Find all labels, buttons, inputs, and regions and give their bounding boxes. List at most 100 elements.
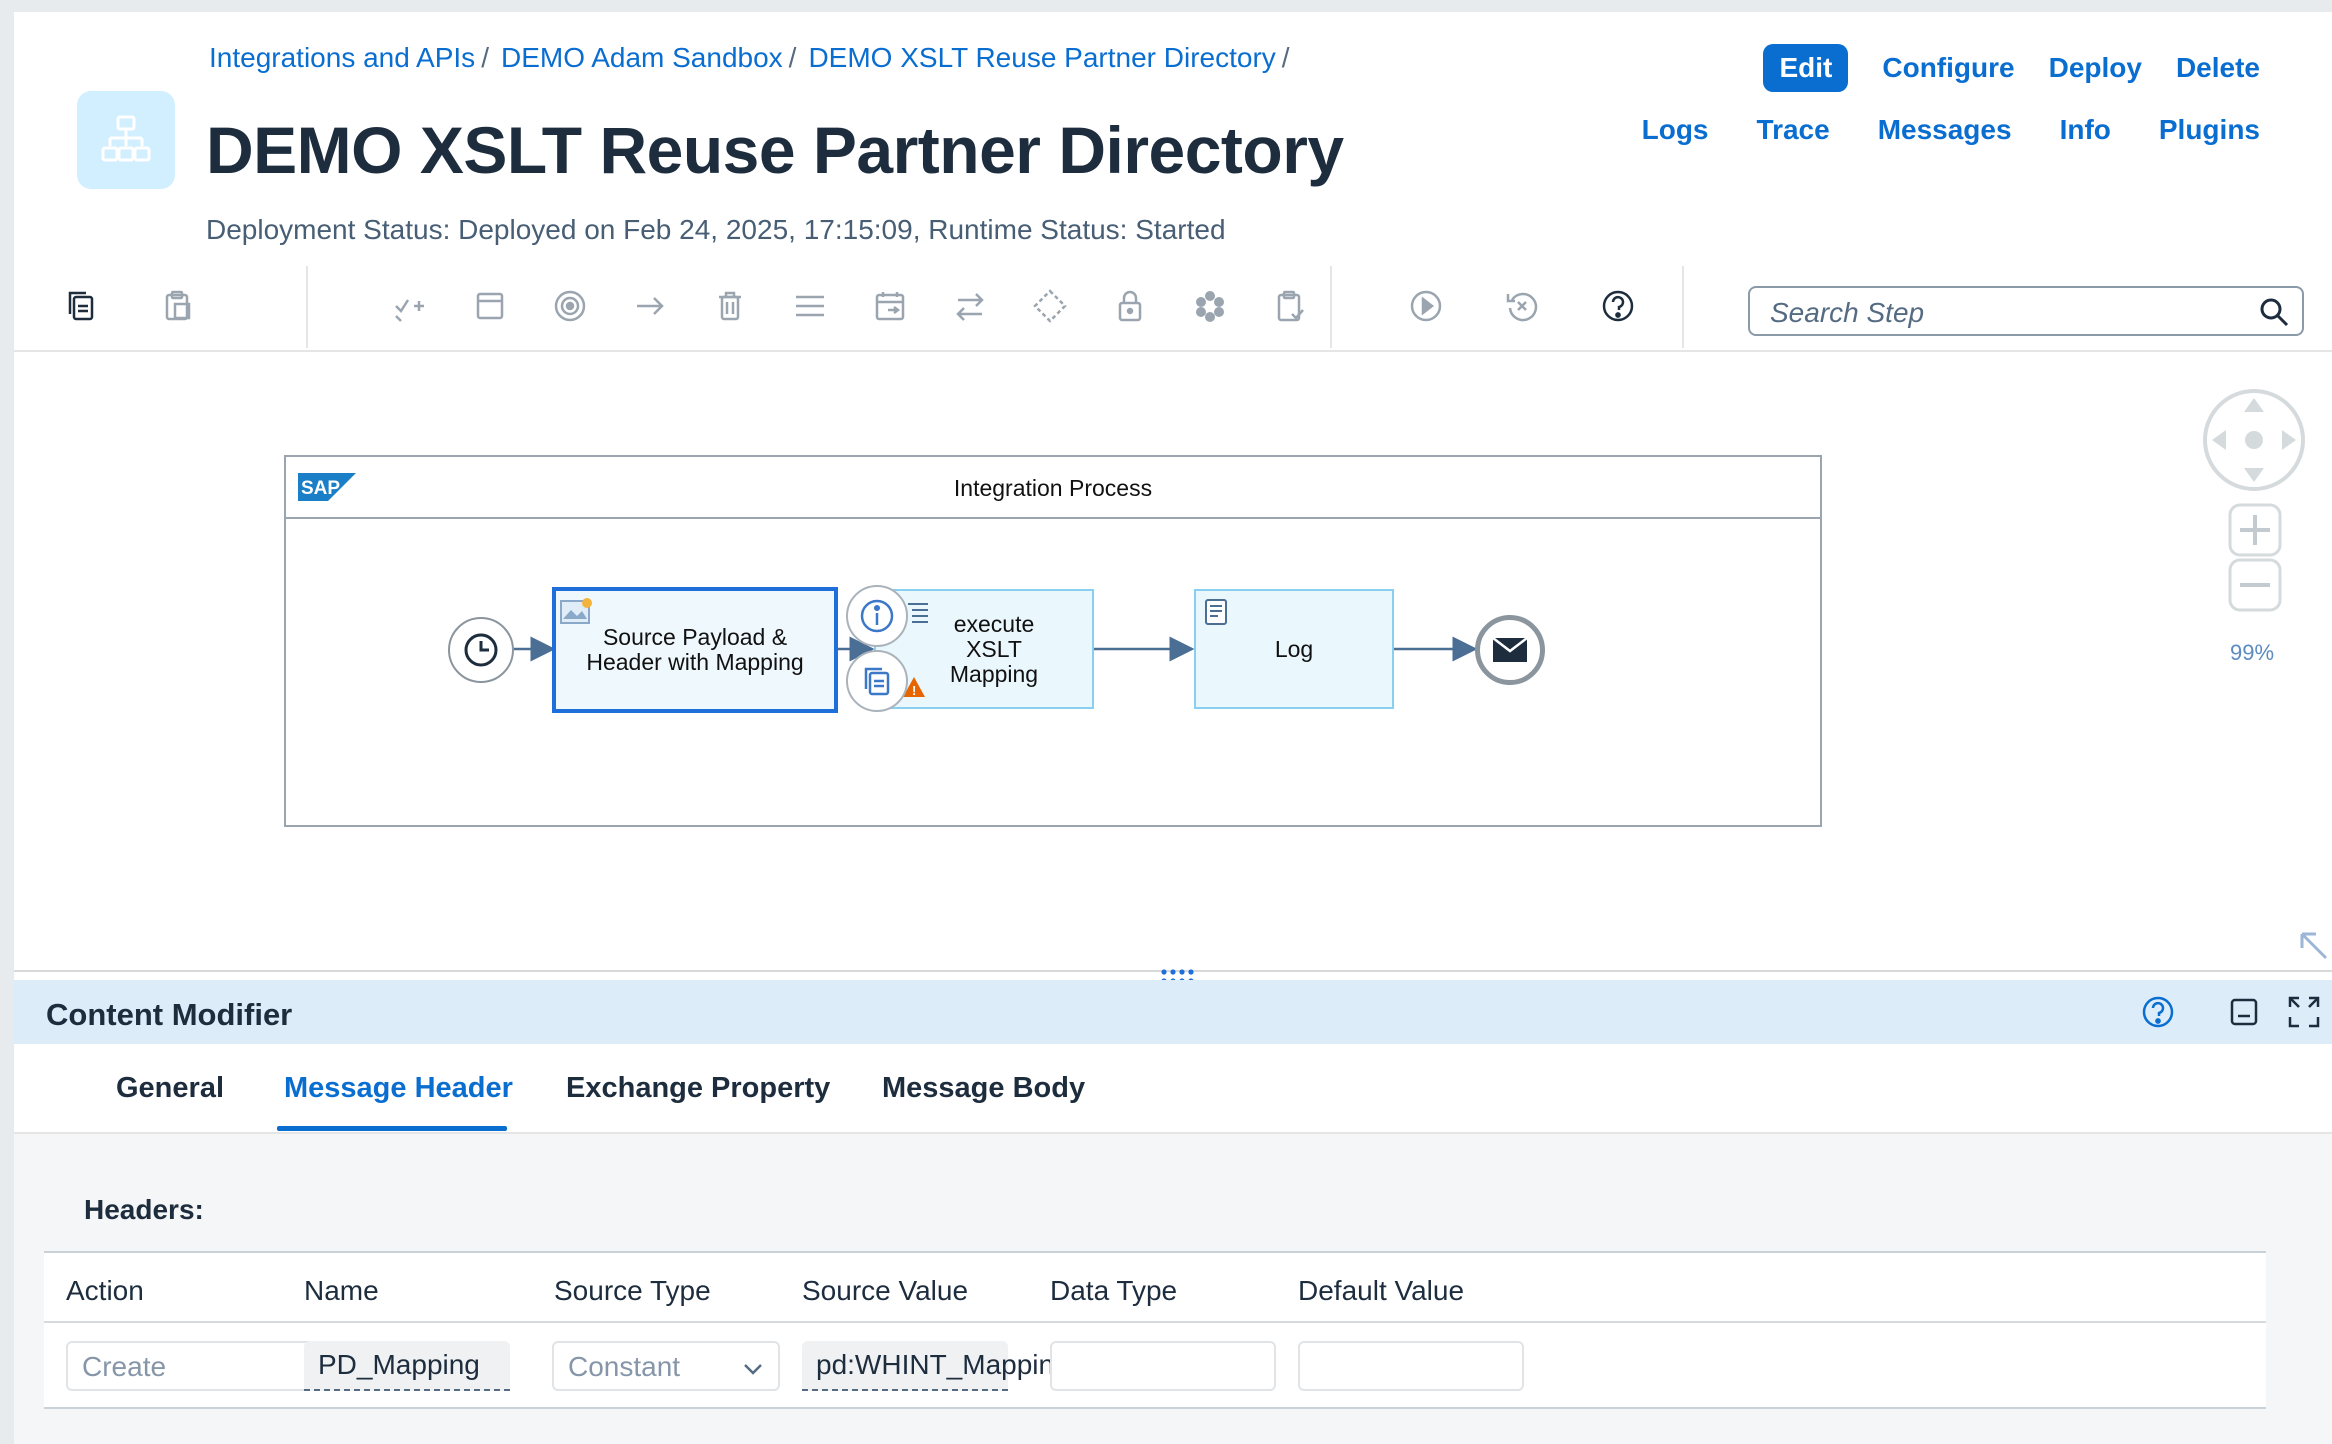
step-label: Log (1274, 635, 1314, 662)
cube-icon[interactable] (1190, 286, 1230, 326)
source-type-value: Constant (568, 1351, 681, 1382)
breadcrumb-separator: / (481, 42, 489, 73)
breadcrumb-item-package[interactable]: DEMO XSLT Reuse Partner Directory (808, 42, 1276, 73)
warning-icon: ! (902, 676, 926, 703)
svg-text:SAP: SAP (301, 478, 340, 499)
clipboard-check-icon[interactable] (1270, 286, 1310, 326)
delete-icon[interactable] (710, 286, 750, 326)
simulation-play-icon[interactable] (1406, 286, 1446, 326)
zoom-level: 99% (2230, 640, 2275, 665)
script-icon (1202, 597, 1232, 632)
search-step-input[interactable] (1768, 296, 2232, 330)
delete-button[interactable]: Delete (2175, 52, 2260, 83)
breadcrumb-item-integrations[interactable]: Integrations and APIs (209, 42, 476, 73)
timer-calendar-icon[interactable] (870, 286, 910, 326)
sap-logo: SAP (298, 473, 356, 506)
search-icon[interactable] (2258, 296, 2290, 333)
properties-panel-header: Content Modifier (14, 980, 2332, 1044)
messages-button[interactable]: Messages (1877, 114, 2012, 145)
headers-table: Action Name Source Type Source Value Dat… (44, 1251, 2266, 1409)
step-label: Source Payload & Header with Mapping (586, 624, 804, 675)
tab-general[interactable]: General (116, 1072, 224, 1104)
column-header-action: Action (66, 1275, 144, 1306)
clear-simulation-icon[interactable] (1502, 286, 1542, 326)
step-info-button[interactable] (846, 585, 908, 647)
name-input[interactable]: PD_Mapping (304, 1341, 510, 1391)
participant-icon[interactable] (470, 286, 510, 326)
headers-section-label: Headers: (84, 1194, 204, 1225)
breadcrumb-item-sandbox[interactable]: DEMO Adam Sandbox (500, 42, 783, 73)
minimize-icon[interactable] (2226, 994, 2262, 1035)
content-modifier-icon (560, 597, 594, 630)
name-input-value: PD_Mapping (318, 1349, 480, 1380)
toolbar-separator (306, 266, 308, 348)
source-value-input[interactable]: pd:WHINT_Mappin... (802, 1341, 1077, 1391)
top-frame (0, 0, 2332, 12)
editor-toolbar (14, 266, 2332, 352)
add-check-icon[interactable] (390, 286, 430, 326)
panel-help-icon[interactable] (2140, 994, 2176, 1035)
trace-button[interactable]: Trace (1756, 114, 1830, 145)
primary-actions: Edit Configure Deploy Delete (1763, 44, 2260, 92)
timer-start-event[interactable] (448, 617, 514, 683)
data-type-input[interactable] (1050, 1341, 1276, 1391)
deployment-status: Deployment Status: Deployed on Feb 24, 2… (206, 214, 1226, 245)
column-header-data-type: Data Type (1050, 1275, 1178, 1306)
deploy-button[interactable]: Deploy (2048, 52, 2142, 83)
step-execute-xslt[interactable]: execute XSLT Mapping ! (874, 589, 1094, 709)
toolbar-separator (1330, 266, 1332, 348)
event-target-icon[interactable] (550, 286, 590, 326)
copy-icon[interactable] (62, 286, 102, 326)
paste-icon[interactable] (158, 286, 198, 326)
tab-message-body[interactable]: Message Body (882, 1072, 1086, 1104)
help-icon[interactable] (1598, 286, 1638, 326)
step-copy-button[interactable] (846, 650, 908, 712)
connector-arrow-icon[interactable] (630, 286, 670, 326)
edit-button[interactable]: Edit (1763, 44, 1849, 92)
message-end-event[interactable] (1475, 615, 1545, 685)
pool-header: SAP Integration Process (286, 457, 1820, 519)
source-value-text: pd:WHINT_Mappin... (816, 1349, 1078, 1380)
step-log[interactable]: Log (1194, 589, 1394, 709)
zoom-out-button[interactable] (2228, 558, 2282, 617)
panel-tabs: General Message Header Exchange Property… (14, 1044, 2332, 1134)
source-type-select[interactable]: Constant (552, 1341, 780, 1391)
mapping-lines-icon (906, 601, 930, 628)
configure-button[interactable]: Configure (1882, 52, 2015, 83)
secondary-actions: Logs Trace Messages Info Plugins (1642, 114, 2260, 146)
clock-icon (464, 633, 498, 667)
lock-icon[interactable] (1110, 286, 1150, 326)
zoom-in-button[interactable] (2228, 503, 2282, 562)
tab-message-header[interactable]: Message Header (284, 1072, 513, 1104)
default-value-input[interactable] (1298, 1341, 1524, 1391)
left-frame (0, 0, 14, 1444)
tab-exchange-property[interactable]: Exchange Property (566, 1072, 831, 1104)
step-source-payload[interactable]: Source Payload & Header with Mapping (552, 587, 838, 713)
column-header-source-type: Source Type (554, 1275, 711, 1306)
envelope-icon (1492, 637, 1528, 662)
menu-lines-icon[interactable] (790, 286, 830, 326)
plus-icon (2228, 503, 2282, 557)
chevron-down-icon (742, 1355, 764, 1387)
logs-button[interactable]: Logs (1641, 114, 1709, 145)
page-title: DEMO XSLT Reuse Partner Directory (206, 113, 1344, 187)
info-button[interactable]: Info (2059, 114, 2111, 145)
pan-control[interactable] (2202, 388, 2306, 497)
panel-title: Content Modifier (46, 997, 293, 1032)
gateway-icon[interactable] (1030, 286, 1070, 326)
info-icon (860, 599, 894, 633)
column-header-default-value: Default Value (1298, 1275, 1465, 1306)
integration-flow-icon (77, 91, 175, 189)
swap-arrows-icon[interactable] (950, 286, 990, 326)
header-row-divider (44, 1321, 2266, 1323)
breadcrumb-separator: / (788, 42, 797, 73)
collapse-arrow-icon[interactable] (2298, 930, 2328, 965)
maximize-icon[interactable] (2286, 994, 2322, 1035)
panel-content: Headers: Action Name Source Type Source … (14, 1134, 2332, 1444)
pool-title: Integration Process (953, 475, 1153, 501)
search-step-field (1748, 286, 2304, 336)
column-header-source-value: Source Value (802, 1275, 969, 1306)
minus-icon (2228, 558, 2282, 612)
plugins-button[interactable]: Plugins (2158, 114, 2260, 145)
